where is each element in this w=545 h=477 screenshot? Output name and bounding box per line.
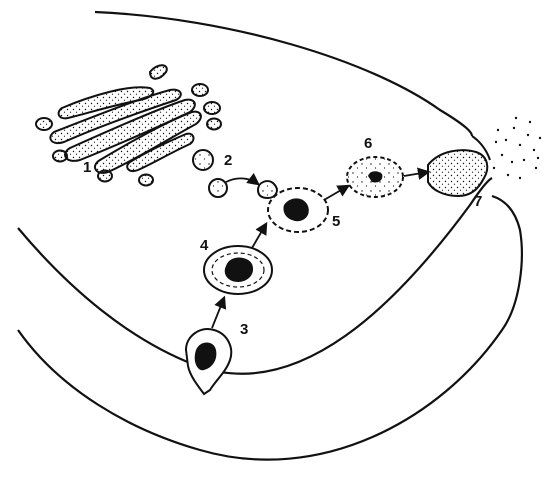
label-7: 7 [474, 193, 482, 210]
mature-secretory-granule [347, 157, 403, 197]
golgi-apparatus [36, 65, 221, 185]
label-4: 4 [200, 237, 209, 254]
immature-secretory-granule [204, 246, 272, 294]
transport-vesicles [193, 150, 277, 198]
membrane-budding-vesicle [186, 329, 231, 394]
label-5: 5 [332, 213, 340, 230]
label-6: 6 [364, 135, 372, 152]
condensing-vacuole [268, 188, 328, 232]
label-2: 2 [224, 152, 232, 169]
label-3: 3 [240, 321, 248, 338]
label-1: 1 [83, 159, 91, 176]
